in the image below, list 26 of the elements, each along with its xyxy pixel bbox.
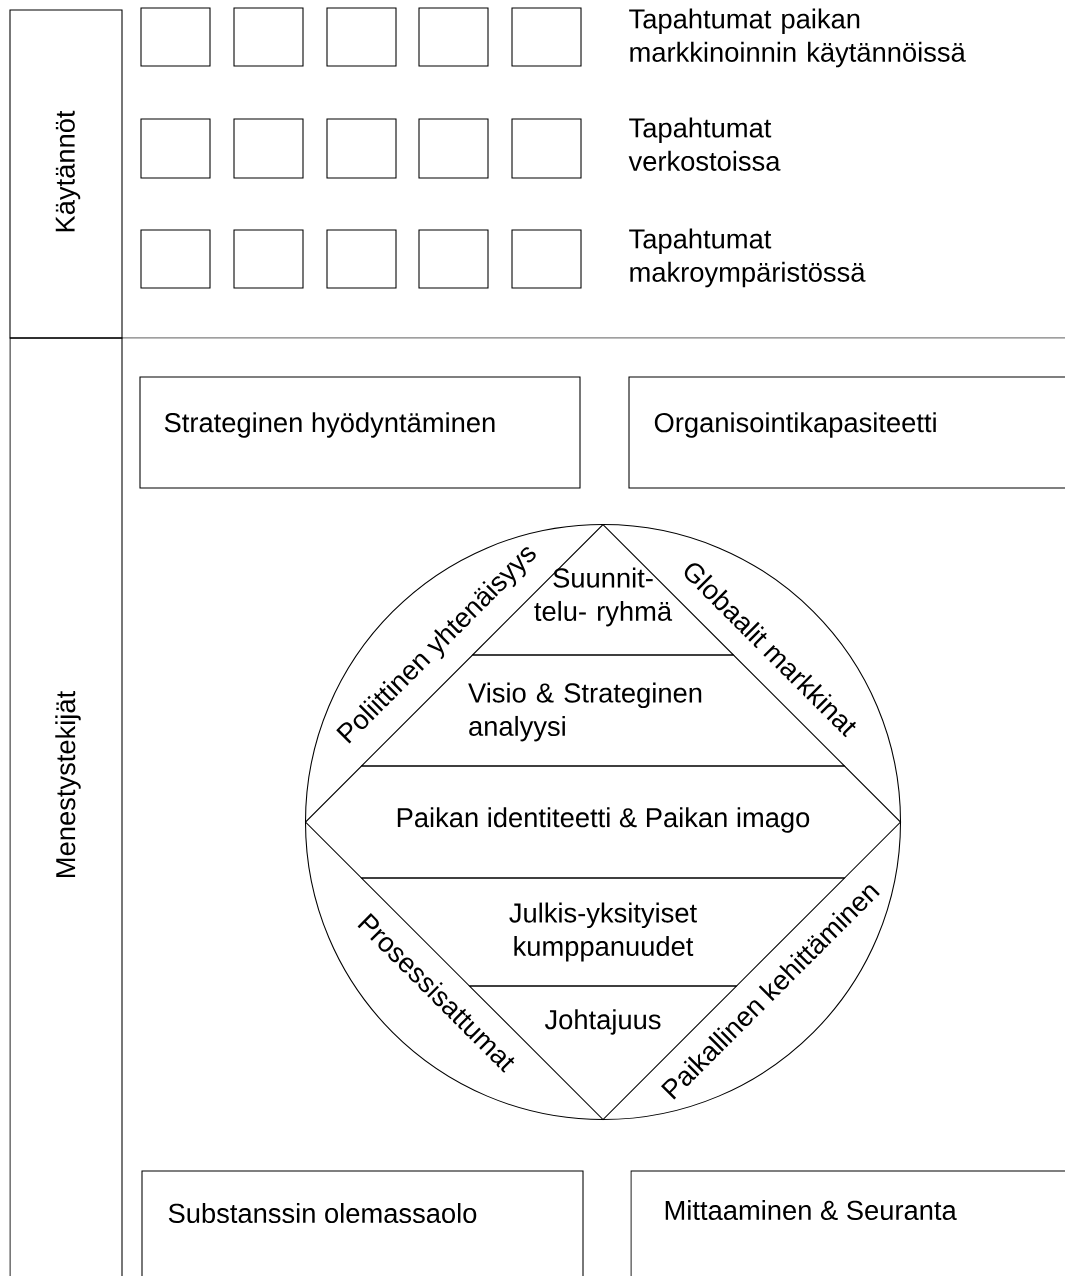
empty-box — [233, 229, 304, 289]
row-label: Tapahtumat makroympäristössä — [629, 228, 866, 288]
empty-box — [511, 7, 582, 67]
text-box: Organisointikapasiteetti — [628, 376, 1065, 489]
empty-box — [326, 118, 397, 179]
empty-box — [326, 229, 397, 289]
side-band: Menestystekijät — [9, 337, 123, 1276]
empty-box — [233, 7, 304, 67]
text-box: Mittaaminen & Seuranta — [630, 1170, 1065, 1276]
empty-box — [418, 7, 489, 67]
row-label: Tapahtumat paikan markkinoinnin käytännöissä — [629, 8, 966, 68]
empty-box — [418, 229, 489, 289]
empty-box — [418, 118, 489, 179]
empty-box — [233, 118, 304, 179]
circle-outline — [304, 523, 902, 1121]
hexagon-section: Paikan identiteetti & Paikan imago — [304, 765, 902, 879]
side-band: Käytännöt — [9, 9, 123, 339]
empty-box — [511, 118, 582, 179]
row-label: Tapahtumat verkostoissa — [628, 117, 781, 171]
text-box: Strateginen hyödyntäminen — [139, 376, 581, 489]
empty-box — [140, 229, 211, 289]
empty-box — [140, 7, 211, 67]
empty-box — [326, 7, 397, 67]
text-box: Substanssin olemassaolo — [141, 1170, 584, 1276]
empty-box — [511, 229, 582, 289]
empty-box — [140, 118, 211, 179]
